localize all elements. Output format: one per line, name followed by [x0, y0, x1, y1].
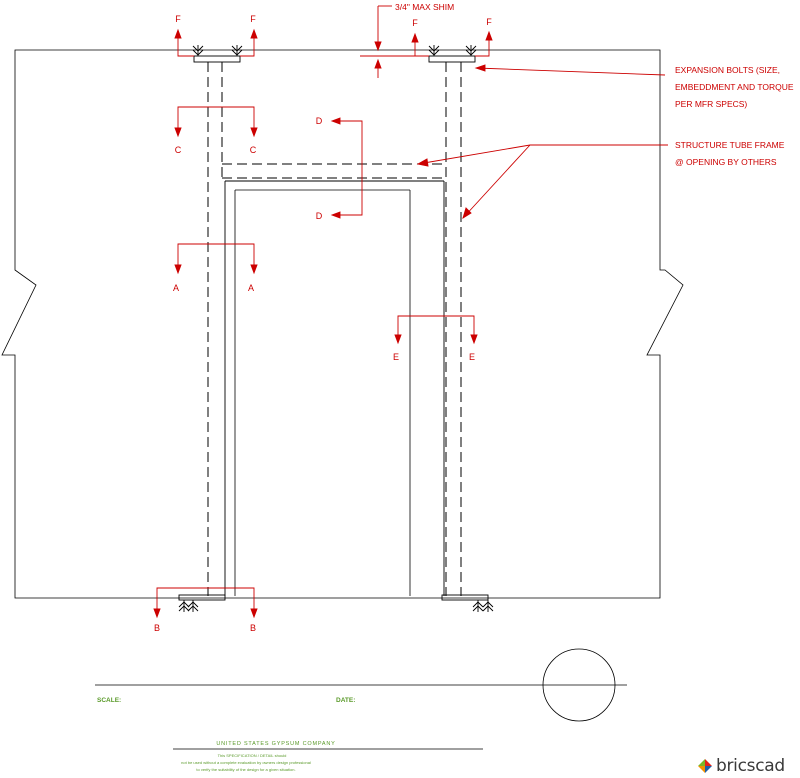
head-tube	[222, 163, 446, 179]
section-f-left	[174, 28, 258, 57]
bolts-label-line-3: PER MFR SPECS)	[675, 99, 747, 109]
tube-label-line-1: STRUCTURE TUBE FRAME	[675, 140, 785, 150]
disclaimer-line-1: This SPECIFICATION / DETAIL should	[218, 753, 287, 758]
bolts-label-line-2: EMBEDDMENT AND TORQUE	[675, 82, 794, 92]
section-b-mark-2: B	[250, 623, 256, 633]
section-e-mark-1: E	[393, 352, 399, 362]
section-f-right-mark-1: F	[412, 18, 418, 28]
shim-dimension	[360, 5, 429, 78]
disclaimer-line-2: not be used without a complete evaluatio…	[181, 760, 311, 765]
bricscad-logo-text: bricscad	[716, 756, 785, 776]
bottom-right-bolt-plate	[441, 594, 494, 612]
section-f-left-mark-1: F	[175, 14, 181, 24]
shim-label: 3/4" MAX SHIM	[395, 2, 454, 12]
section-d	[330, 117, 363, 219]
tube-frame-leaders	[416, 144, 668, 220]
section-f-right-mark-2: F	[486, 17, 492, 27]
date-label: DATE:	[336, 697, 355, 704]
disclaimer-line-3: to verify the suitability of the design …	[196, 767, 295, 772]
company-name: UNITED STATES GYPSUM COMPANY	[216, 741, 335, 747]
section-c-mark-2: C	[250, 145, 257, 155]
bricscad-logo-icon	[698, 759, 712, 773]
section-a-mark-1: A	[173, 283, 179, 293]
bottom-left-bolt-plate	[178, 594, 226, 612]
section-c	[174, 106, 258, 138]
tube-label-line-2: @ OPENING BY OTHERS	[675, 157, 777, 167]
section-e	[394, 315, 478, 345]
bolts-leader	[474, 64, 666, 76]
section-b	[153, 587, 258, 619]
title-block: SCALE: DATE: UNITED STATES GYPSUM COMPAN…	[95, 648, 627, 772]
section-f-right	[411, 30, 493, 57]
section-d-mark-2: D	[316, 211, 323, 221]
door-frame	[224, 180, 445, 596]
top-left-bolt-plate	[192, 45, 243, 63]
section-a-mark-2: A	[248, 283, 254, 293]
section-c-mark-1: C	[175, 145, 182, 155]
section-e-mark-2: E	[469, 352, 475, 362]
section-d-mark-1: D	[316, 116, 323, 126]
scale-label: SCALE:	[97, 697, 121, 704]
section-f-left-mark-2: F	[250, 14, 256, 24]
left-tube-column	[207, 62, 223, 596]
wall-outline	[1, 49, 684, 599]
section-a	[174, 243, 258, 275]
bricscad-logo: bricscad	[697, 756, 785, 776]
bolts-label-line-1: EXPANSION BOLTS (SIZE,	[675, 65, 780, 75]
right-tube-column	[445, 62, 462, 596]
section-b-mark-1: B	[154, 623, 160, 633]
top-right-bolt-plate	[428, 45, 477, 63]
